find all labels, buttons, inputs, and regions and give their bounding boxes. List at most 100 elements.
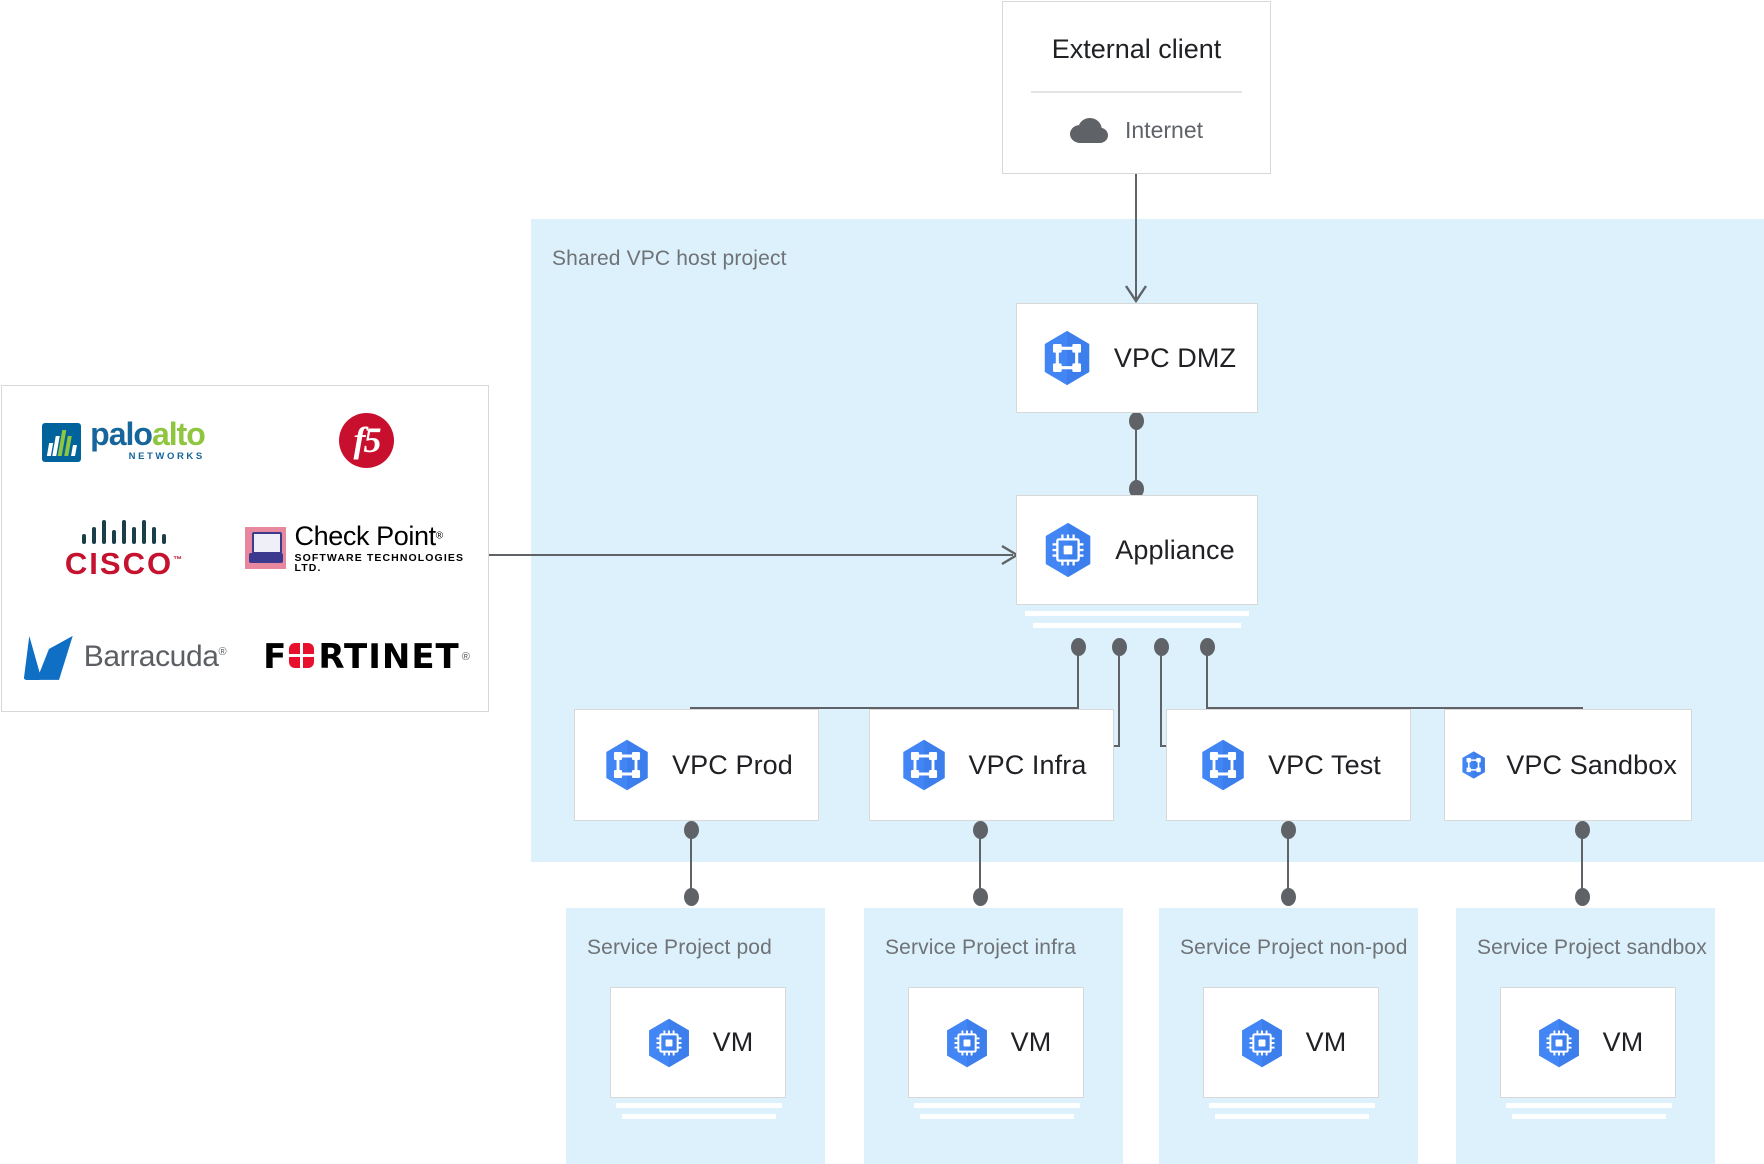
connector-vendors-to-appliance [489, 554, 1013, 556]
paloalto-word-1: palo [90, 416, 153, 453]
vpc-infra-label: VPC Infra [968, 749, 1087, 780]
connector-elbow-h-sandbox [1206, 707, 1582, 709]
fortinet-reg: ® [461, 650, 470, 663]
vpc-network-icon [606, 739, 648, 791]
vm-label-pod: VM [712, 1027, 754, 1057]
connector-dot-vpc-prod-bottom [684, 821, 699, 839]
connector-infra-to-svc [979, 828, 981, 896]
vendor-logo-barracuda: Barracuda® [2, 603, 245, 711]
appliance-label: Appliance [1115, 534, 1235, 565]
vpc-network-icon [1462, 751, 1485, 779]
appliance-stack-sheet-1 [1025, 611, 1249, 616]
service-project-label-infra: Service Project infra [885, 936, 1077, 959]
vm-stack-sheet-pod-2 [622, 1114, 776, 1119]
vpc-prod-card[interactable]: VPC Prod [574, 709, 819, 821]
checkpoint-reg: ® [435, 530, 444, 542]
vm-stack-sheet-non-pod-1 [1209, 1103, 1375, 1108]
vm-card-sandbox[interactable]: VM [1500, 987, 1676, 1098]
vm-instance-icon [946, 1018, 987, 1067]
vm-stack-sheet-pod-1 [616, 1103, 782, 1108]
cisco-bars-icon [81, 518, 166, 544]
vendor-logo-checkpoint: Check Point® SOFTWARE TECHNOLOGIES LTD. [245, 494, 488, 602]
vm-instance-icon [1241, 1018, 1282, 1067]
vpc-test-card[interactable]: VPC Test [1166, 709, 1411, 821]
checkpoint-tagline: SOFTWARE TECHNOLOGIES LTD. [294, 551, 465, 575]
connector-dot-vpc-test-bottom [1281, 821, 1296, 839]
vendor-logo-fortinet: F RTINET ® [245, 603, 488, 711]
connector-stub-prod [1077, 645, 1079, 708]
vm-stack-sheet-non-pod-2 [1215, 1114, 1369, 1119]
connector-dot-appliance-out-prod [1071, 638, 1086, 656]
connector-stub-infra [1118, 645, 1120, 746]
fortinet-wordmark-after: RTINET [318, 636, 460, 677]
f5-mark-icon: f5 [339, 412, 394, 468]
barracuda-wordmark: Barracuda [83, 639, 219, 673]
vpc-dmz-label: VPC DMZ [1113, 342, 1237, 373]
connector-dot-dmz-bottom [1129, 412, 1144, 430]
connector-internet-to-dmz [1135, 174, 1137, 299]
paloalto-mark-icon [42, 422, 82, 462]
cisco-wordmark: CISCO [64, 545, 174, 581]
connector-stub-sandbox [1206, 645, 1208, 708]
vm-label-infra: VM [1010, 1027, 1052, 1057]
vm-stack-sheet-sandbox-1 [1506, 1103, 1672, 1108]
service-project-label-non-pod: Service Project non-pod [1180, 936, 1408, 959]
appliance-card[interactable]: Appliance [1016, 495, 1258, 605]
vpc-test-label: VPC Test [1268, 749, 1381, 780]
connector-stub-test [1160, 645, 1162, 746]
fortinet-wordmark-before: F [263, 636, 288, 677]
vpc-dmz-card[interactable]: VPC DMZ [1016, 303, 1258, 413]
connector-dot-vpc-sandbox-bottom [1575, 821, 1590, 839]
connector-dot-svc-non-pod-top [1281, 888, 1296, 906]
fortinet-o-icon [289, 643, 316, 670]
cisco-tm: ™ [173, 554, 183, 565]
vendor-logo-f5: f5 [245, 386, 488, 494]
vm-instance-icon [648, 1018, 689, 1067]
connector-dot-svc-infra-top [973, 888, 988, 906]
vpc-infra-card[interactable]: VPC Infra [869, 709, 1114, 821]
vpc-network-icon [1044, 330, 1090, 386]
vendor-appliance-panel: paloalto NETWORKS f5 CISCO™ [1, 385, 489, 712]
connector-dot-svc-pod-top [684, 888, 699, 906]
vpc-sandbox-card[interactable]: VPC Sandbox [1444, 709, 1692, 821]
vendor-logo-paloalto: paloalto NETWORKS [2, 386, 245, 494]
service-project-label-sandbox: Service Project sandbox [1477, 936, 1707, 959]
vm-instance-icon [1538, 1018, 1579, 1067]
paloalto-subtitle: NETWORKS [128, 451, 205, 463]
internet-label: Internet [1125, 117, 1203, 143]
vpc-sandbox-label: VPC Sandbox [1506, 749, 1677, 780]
checkpoint-mark-icon [245, 527, 286, 570]
connector-dot-svc-sandbox-top [1575, 888, 1590, 906]
appliance-stack-sheet-2 [1033, 623, 1241, 628]
vm-card-pod[interactable]: VM [610, 987, 786, 1098]
service-project-label-pod: Service Project pod [587, 936, 772, 959]
vm-card-infra[interactable]: VM [908, 987, 1084, 1098]
connector-sandbox-to-svc [1581, 828, 1583, 896]
vm-label-non-pod: VM [1305, 1027, 1347, 1057]
barracuda-reg: ® [218, 645, 227, 658]
appliance-chip-icon [1046, 522, 1091, 578]
barracuda-fin-icon [18, 634, 73, 680]
vendor-logo-cisco: CISCO™ [2, 494, 245, 602]
vm-stack-sheet-infra-2 [920, 1114, 1074, 1119]
external-client-title: External client [1051, 34, 1222, 64]
vpc-network-icon [902, 739, 945, 791]
connector-dot-vpc-infra-bottom [973, 821, 988, 839]
vm-stack-sheet-infra-1 [914, 1103, 1080, 1108]
external-client-card[interactable]: External client Internet [1002, 1, 1271, 174]
connector-dmz-to-appliance [1135, 420, 1137, 497]
vm-stack-sheet-sandbox-2 [1512, 1114, 1666, 1119]
vm-card-non-pod[interactable]: VM [1203, 987, 1379, 1098]
shared-vpc-host-project-label: Shared VPC host project [552, 247, 787, 270]
paloalto-word-2: alto [151, 416, 206, 453]
connector-test-to-svc [1287, 828, 1289, 896]
connector-dot-appliance-out-sandbox [1200, 638, 1215, 656]
connector-dot-appliance-out-infra [1112, 638, 1127, 656]
connector-prod-to-svc [690, 828, 692, 896]
arrowhead-down-dmz [1125, 285, 1147, 304]
checkpoint-wordmark: Check Point [294, 520, 437, 551]
vm-label-sandbox: VM [1602, 1027, 1644, 1057]
vpc-prod-label: VPC Prod [672, 749, 793, 780]
divider [1031, 91, 1242, 93]
